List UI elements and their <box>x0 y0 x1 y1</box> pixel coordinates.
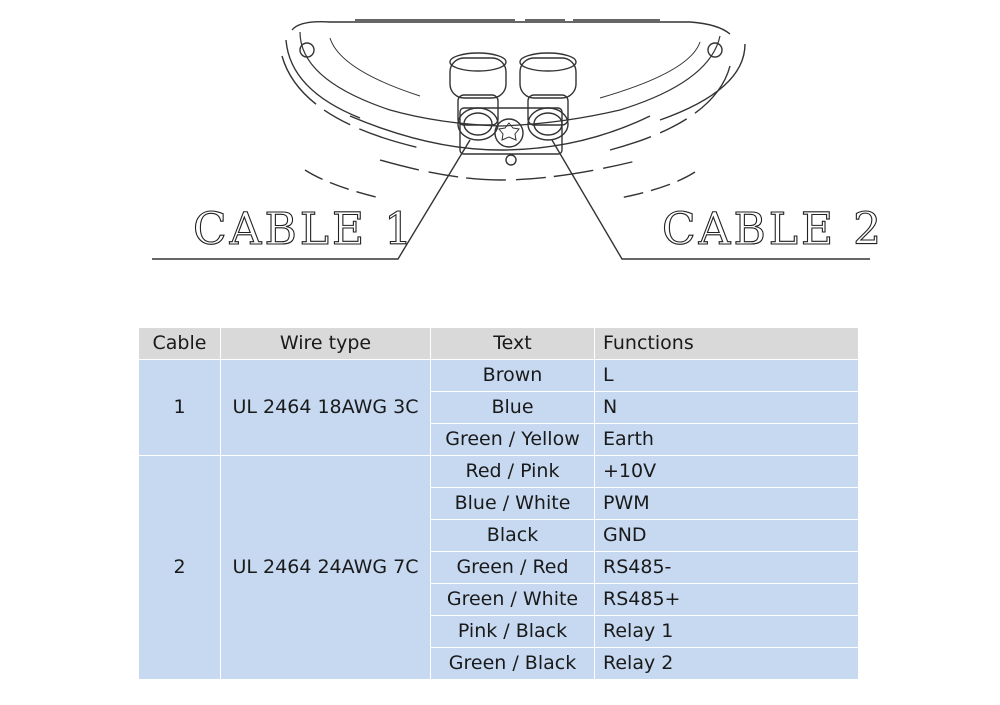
wire-color: Green / Yellow <box>430 423 595 456</box>
cable-number: 2 <box>138 455 221 680</box>
table-row: Blue / White PWM <box>139 487 859 520</box>
table-row: 1 UL 2464 18AWG 3C Brown L <box>138 359 859 456</box>
table-row: Green / Yellow Earth <box>139 423 859 456</box>
wire-function: GND <box>594 519 859 552</box>
cable-number: 1 <box>138 359 221 456</box>
wire-function: PWM <box>594 487 859 520</box>
table-row: Green / White RS485+ <box>139 583 859 616</box>
header-cable: Cable <box>138 327 221 360</box>
cable-drawing: CABLE 1 CABLE 2 <box>152 19 884 260</box>
wire-color: Green / Black <box>430 647 595 680</box>
table-row: Blue N <box>139 391 859 424</box>
wire-color: Pink / Black <box>430 615 595 648</box>
table-row: Pink / Black Relay 1 <box>139 615 859 648</box>
wire-function: +10V <box>594 455 859 488</box>
table-row: 2 UL 2464 24AWG 7C Red / Pink +10V <box>138 455 859 680</box>
cable1-label: CABLE 1 <box>193 204 415 255</box>
wire-color: Green / Red <box>430 551 595 584</box>
wire-color: Brown <box>430 359 595 392</box>
wire-function: RS485- <box>594 551 859 584</box>
header-wire-type: Wire type <box>220 327 431 360</box>
wire-function: N <box>594 391 859 424</box>
wire-table: Cable Wire type Text Functions 1 UL 2464… <box>138 327 859 680</box>
wire-function: Earth <box>594 423 859 456</box>
header-text: Text <box>430 327 595 360</box>
wire-type: UL 2464 18AWG 3C <box>220 359 431 456</box>
table-row: Black GND <box>139 519 859 552</box>
table-header: Cable Wire type Text Functions <box>138 327 859 360</box>
wire-color: Blue / White <box>430 487 595 520</box>
wire-color: Black <box>430 519 595 552</box>
wire-color: Blue <box>430 391 595 424</box>
header-functions: Functions <box>594 327 859 360</box>
cable2-label: CABLE 2 <box>662 204 884 255</box>
wire-function: RS485+ <box>594 583 859 616</box>
table-row: Green / Black Relay 2 <box>139 647 859 680</box>
wire-function: Relay 1 <box>594 615 859 648</box>
wire-type: UL 2464 24AWG 7C <box>220 455 431 680</box>
table-body: 1 UL 2464 18AWG 3C Brown L Blue N Green … <box>138 359 859 680</box>
wire-color: Red / Pink <box>430 455 595 488</box>
wire-function: L <box>594 359 859 392</box>
wire-color: Green / White <box>430 583 595 616</box>
table-row: Green / Red RS485- <box>139 551 859 584</box>
wire-function: Relay 2 <box>594 647 859 680</box>
